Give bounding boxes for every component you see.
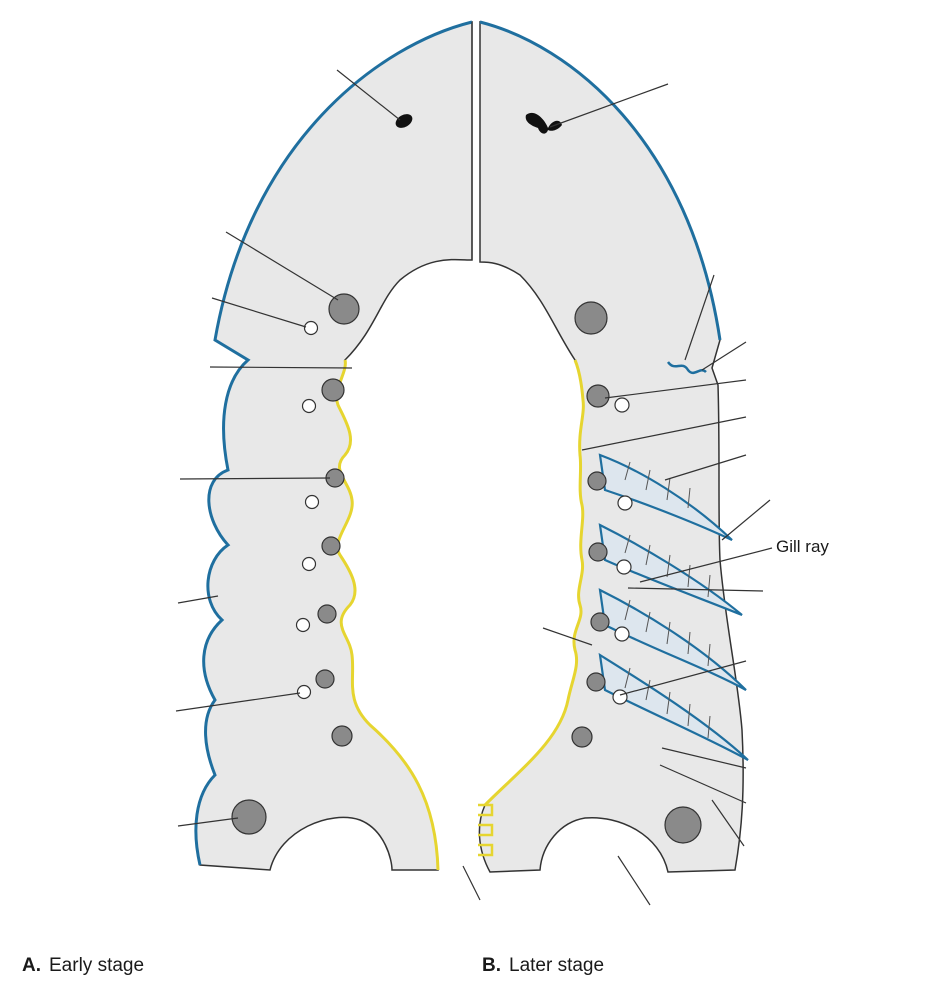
panel-b-vessel — [664, 806, 702, 844]
panel-b-vessel — [587, 471, 607, 491]
panel-b-ectoderm — [479, 20, 722, 341]
panel-a-vessel — [321, 536, 341, 556]
panel-b-vessel — [586, 672, 606, 692]
panel-a-vessel — [231, 799, 267, 835]
panel-a-placode — [395, 114, 413, 128]
panel-b-caption-text: Later stage — [509, 955, 605, 976]
panel-b-small-fold — [666, 361, 707, 375]
panel-a-letter: A. — [22, 955, 41, 976]
panel-a-vessel — [317, 604, 337, 624]
panel-a-caption: A. Early stage — [22, 955, 144, 977]
panel-a-leader-lines — [175, 69, 401, 827]
panel-b-nerve — [617, 495, 633, 511]
panel-a-nerve — [301, 398, 317, 414]
panel-a-nerve — [304, 494, 320, 510]
panel-a-endoderm — [335, 359, 440, 871]
panel-b-gill-filaments — [598, 453, 749, 761]
panel-b-caption: B. Later stage — [482, 955, 604, 977]
panel-a-vessel — [315, 669, 335, 689]
panel-b-vessel — [571, 726, 593, 748]
panel-a-vessel — [331, 725, 353, 747]
panel-b-leader-lines — [462, 83, 773, 906]
panel-b-vessel — [588, 542, 608, 562]
panel-b-vessel — [586, 384, 610, 408]
panel-a-vessel — [328, 293, 360, 325]
panel-a-ectoderm — [194, 20, 473, 866]
panel-b-vessel — [574, 301, 608, 335]
panel-b-endoderm — [483, 359, 585, 807]
panel-b-nerve — [616, 559, 632, 575]
panel-b-gill-striations — [624, 461, 711, 739]
panel-a-early-stage — [175, 20, 473, 871]
panel-a-caption-text: Early stage — [49, 955, 145, 976]
panel-b-stub — [478, 803, 494, 857]
panel-b-later-stage — [462, 20, 773, 906]
panel-a-nerve — [296, 684, 312, 700]
panel-b-nerve — [612, 689, 628, 705]
gill-ray-label: Gill ray — [776, 537, 829, 556]
panel-b-nerve — [614, 397, 630, 413]
panel-b-tissue — [478, 21, 744, 873]
panel-a-vessel — [321, 378, 345, 402]
panel-a-nerve — [303, 320, 319, 336]
panel-b-vessel — [590, 612, 610, 632]
panel-a-nerve — [295, 617, 311, 633]
panel-a-nerve — [301, 556, 317, 572]
panel-b-letter: B. — [482, 955, 501, 976]
panel-b-nerve — [614, 626, 630, 642]
panel-b-placode — [525, 112, 562, 134]
